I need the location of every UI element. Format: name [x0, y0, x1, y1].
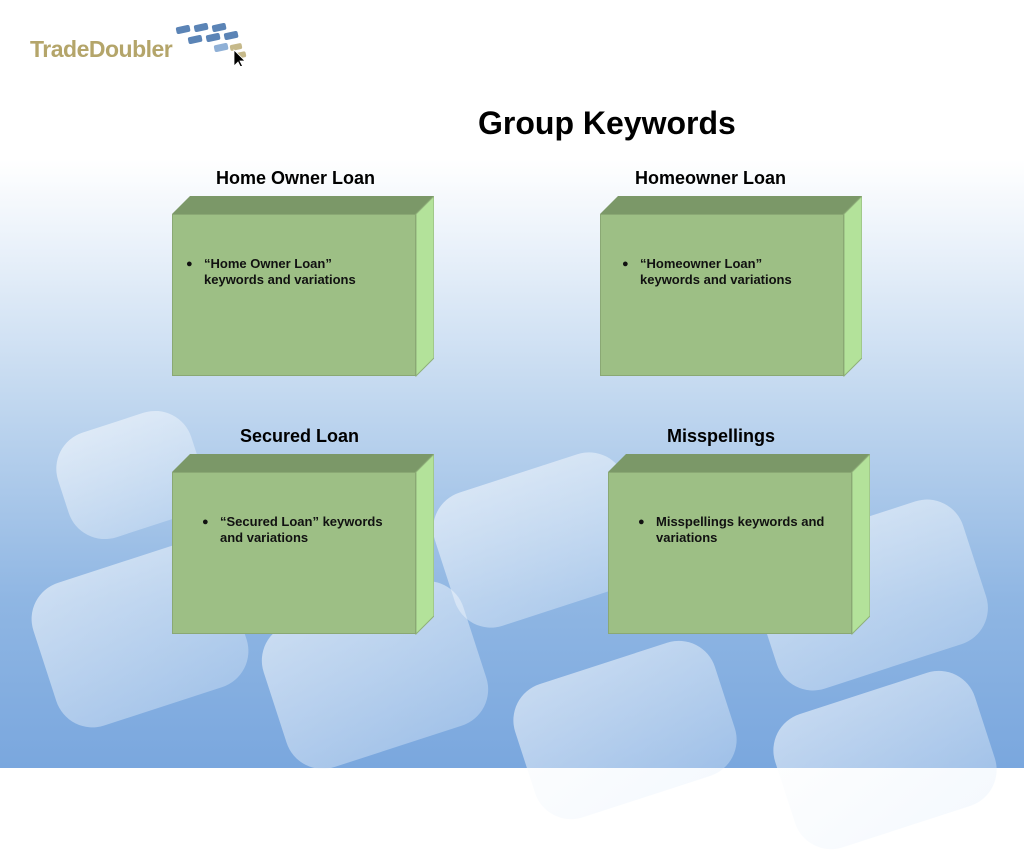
group-bullet: ● Misspellings keywords and variations	[638, 514, 826, 546]
group-box-homeowner-loan: ● “Homeowner Loan” keywords and variatio…	[600, 196, 862, 377]
group-label-misspellings: Misspellings	[667, 426, 776, 446]
box-3d-shape	[172, 196, 434, 377]
group-bullet-text: “Homeowner Loan” keywords and variations	[640, 256, 792, 287]
group-bullet: ● “Home Owner Loan” keywords and variati…	[186, 256, 384, 288]
group-box-misspellings: ● Misspellings keywords and variations	[608, 454, 870, 635]
group-bullet-text: “Home Owner Loan” keywords and variation…	[204, 256, 356, 287]
group-box-secured-loan: ● “Secured Loan” keywords and variations	[172, 454, 434, 635]
group-bullet-text: “Secured Loan” keywords and variations	[220, 514, 383, 545]
logo-squares-icon	[175, 22, 247, 66]
group-label-homeowner-loan: Homeowner Loan	[635, 168, 787, 188]
logo-text: TradeDoubler	[30, 36, 173, 62]
page-title: Group Keywords	[478, 105, 736, 141]
group-bullet: ● “Homeowner Loan” keywords and variatio…	[622, 256, 820, 288]
box-3d-shape	[608, 454, 870, 635]
tradedoubler-logo: TradeDoubler	[30, 22, 270, 66]
bullet-dot: ●	[638, 516, 645, 528]
background-tile	[503, 630, 747, 830]
background-tile	[763, 660, 1007, 859]
group-label-home-owner-loan: Home Owner Loan	[216, 168, 376, 188]
box-3d-shape	[172, 454, 434, 635]
box-3d-shape	[600, 196, 862, 377]
group-box-home-owner-loan: ● “Home Owner Loan” keywords and variati…	[172, 196, 434, 377]
cursor-icon	[233, 49, 246, 66]
bullet-dot: ●	[186, 258, 193, 270]
group-bullet-text: Misspellings keywords and variations	[656, 514, 825, 545]
group-bullet: ● “Secured Loan” keywords and variations	[202, 514, 400, 546]
bullet-dot: ●	[202, 516, 209, 528]
group-label-secured-loan: Secured Loan	[240, 426, 360, 446]
bullet-dot: ●	[622, 258, 629, 270]
